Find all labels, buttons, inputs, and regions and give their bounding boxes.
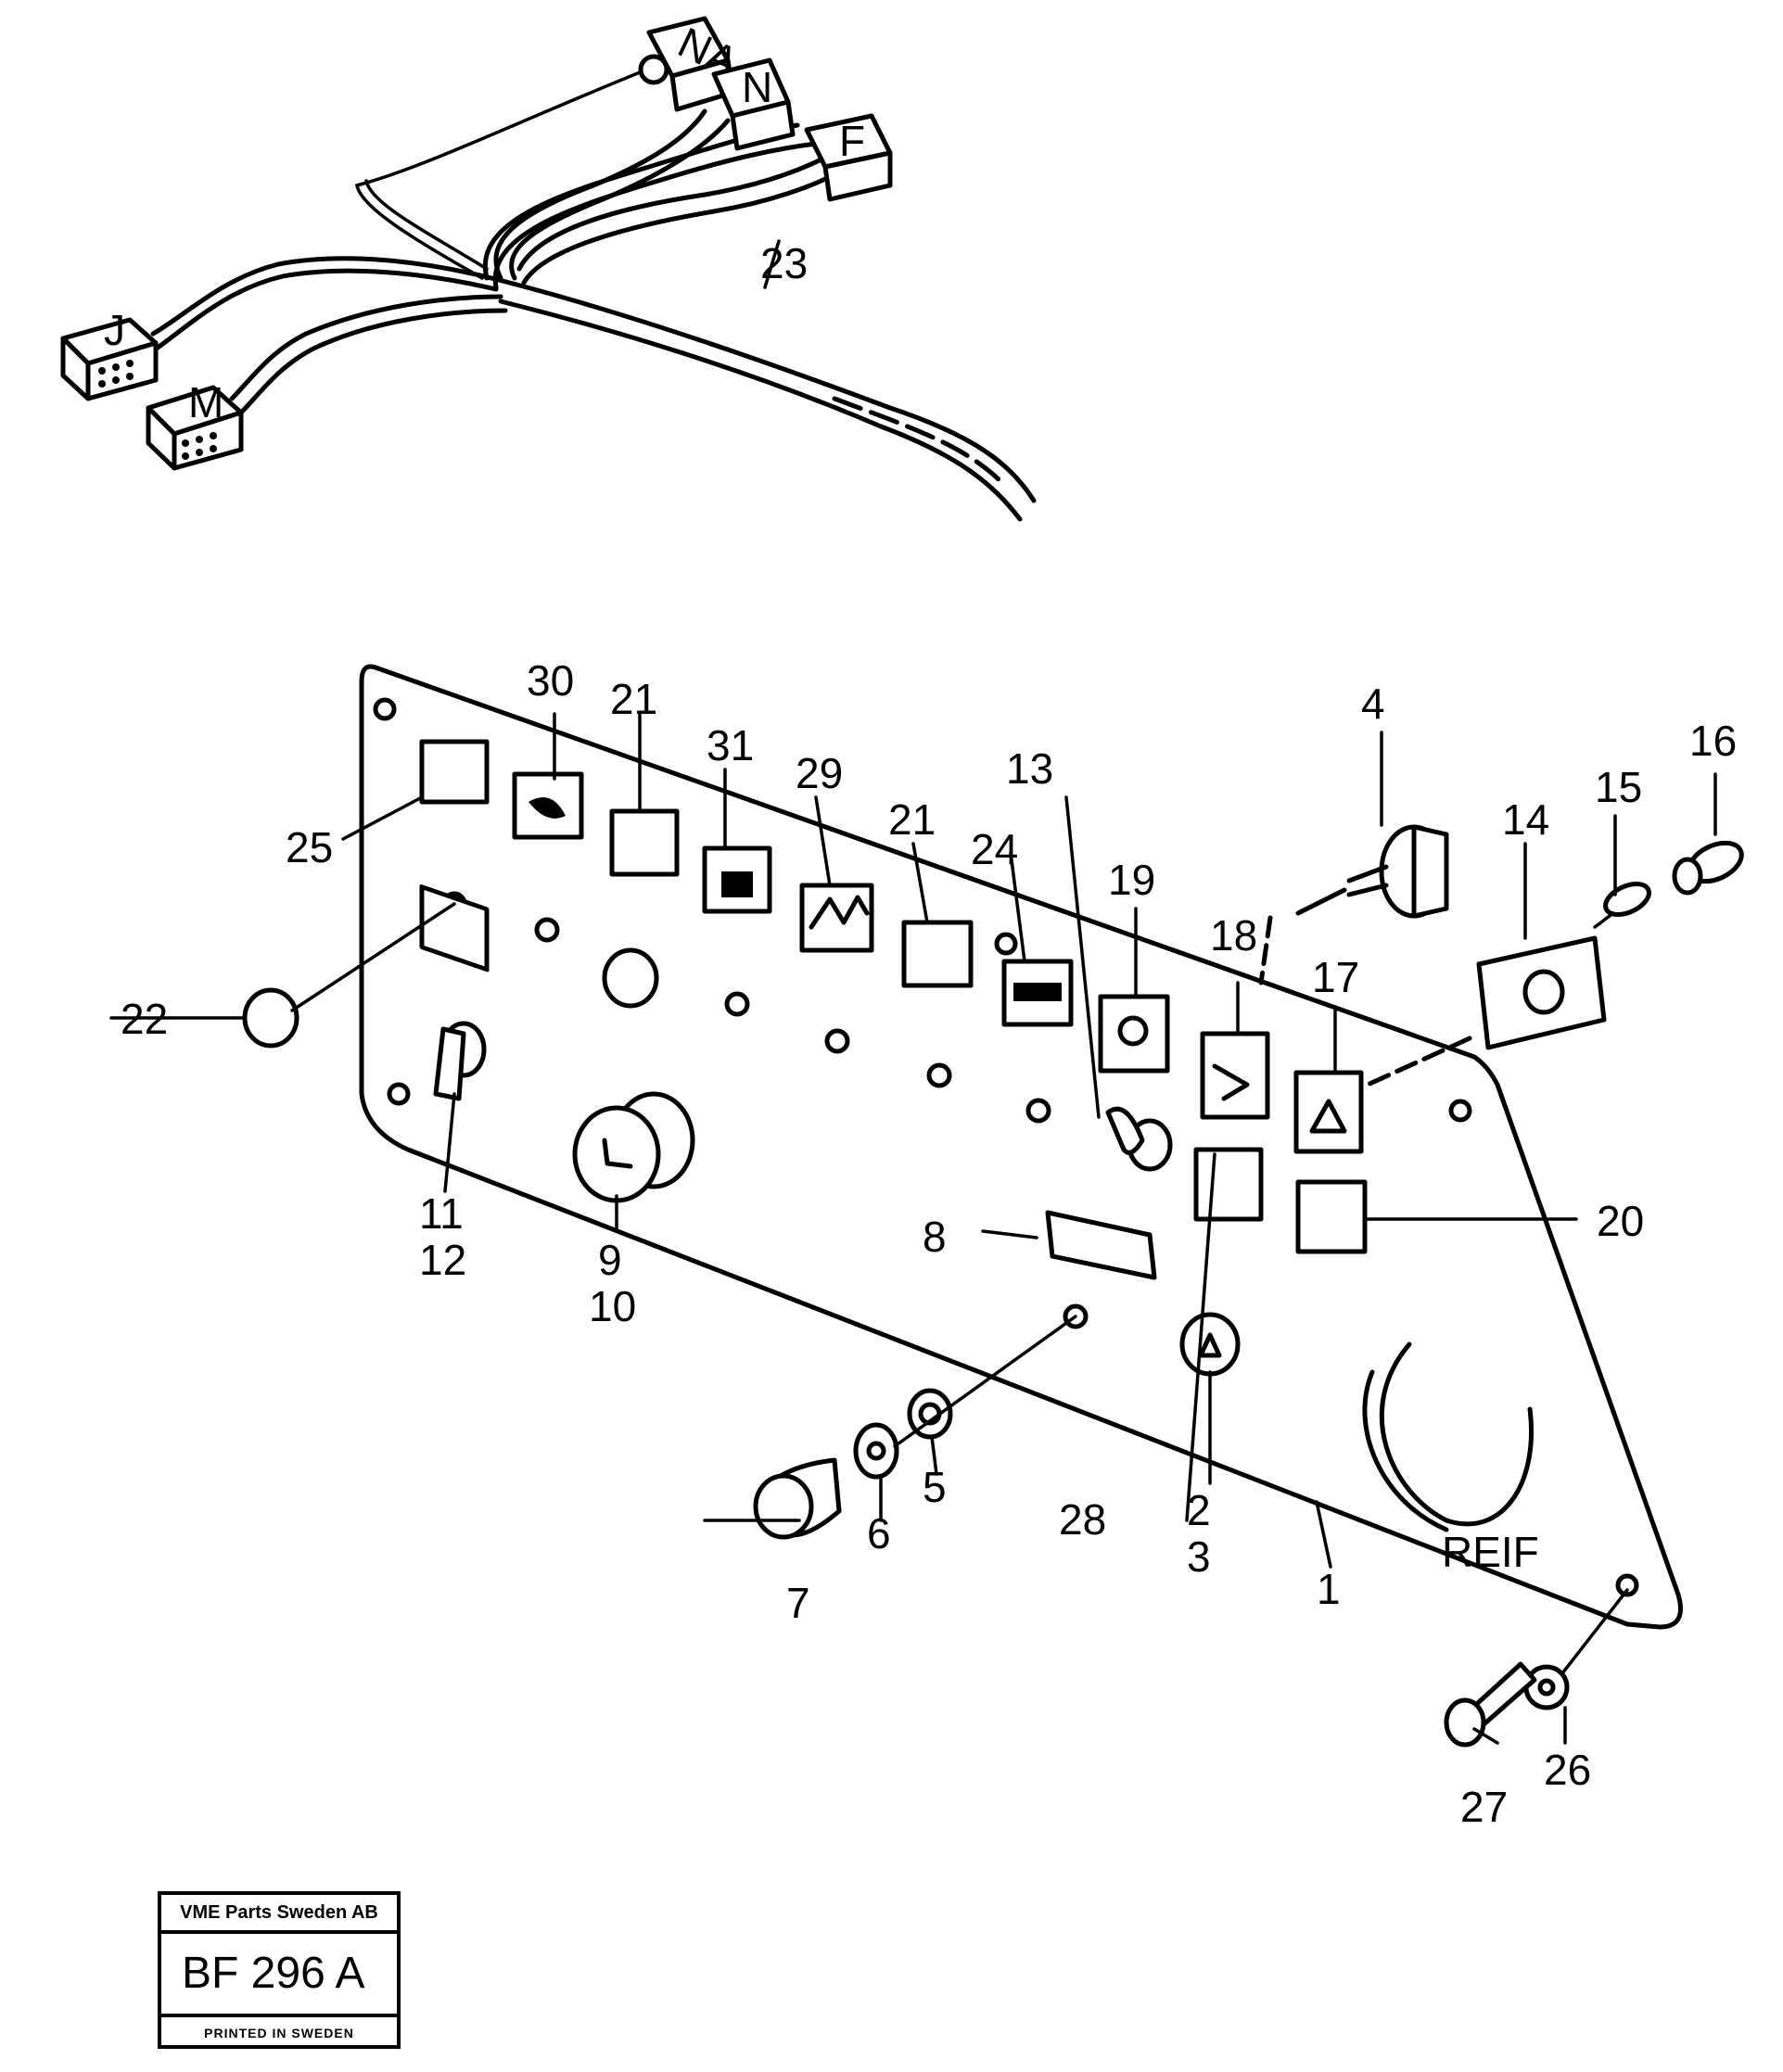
indicator-lamps [419,884,490,972]
lbl-22: 22 [121,995,168,1043]
lbl-3: 3 [1187,1532,1211,1581]
stamp-code: BF 296 A [161,1934,397,2017]
lbl-13: 13 [1006,744,1053,793]
lamp-29 [799,883,874,953]
switch-20 [1295,1179,1368,1254]
lbl-5: 5 [923,1463,947,1511]
lbl-16: 16 [1689,717,1737,765]
connector-j: J [60,306,159,401]
lbl-11: 11 [419,1189,464,1238]
lamp-19 [1098,994,1170,1074]
lbl-9: 9 [598,1236,622,1284]
lbl-29: 29 [796,749,843,797]
svg-text:N: N [742,63,772,111]
stamp-printed: PRINTED IN SWEDEN [204,2026,354,2040]
lbl-12: 12 [419,1236,466,1284]
lbl-14: 14 [1502,795,1549,844]
lbl-21a: 21 [610,675,657,723]
lbl-30: 30 [527,656,574,705]
lbl-4: 4 [1361,680,1385,728]
svg-text:M: M [188,378,223,426]
lbl-23: 23 [760,239,808,287]
svg-text:F: F [839,117,865,165]
lbl-26: 26 [1544,1746,1591,1794]
svg-text:J: J [104,306,125,354]
stamp-company: VME Parts Sweden AB [161,1895,397,1934]
lbl-18: 18 [1210,911,1257,960]
knob-7 [753,1457,842,1540]
lbl-6: 6 [867,1509,891,1557]
lbl-28: 28 [1059,1495,1106,1544]
button-2-3 [1179,1312,1241,1377]
washer-6 [853,1422,899,1480]
lbl-20: 20 [1597,1197,1644,1245]
lbl-8: 8 [923,1213,947,1261]
lbl-15: 15 [1595,763,1642,811]
part-labels: 1 2 3 4 5 6 7 8 9 10 11 12 13 14 15 16 1… [121,239,1737,1831]
lbl-24: 24 [971,825,1018,873]
bulb-15 [1593,881,1651,929]
knob-center [602,947,659,1009]
instrument-panel: REIF [359,664,1683,1630]
bulb-holder-16 [1672,840,1744,896]
lbl-17: 17 [1312,953,1359,1001]
switch-28 [1193,1147,1264,1222]
lbl-31: 31 [707,721,754,769]
lbl-7: 7 [786,1579,810,1627]
lamp-21a [609,808,680,877]
vme-stamp: VME Parts Sweden AB BF 296 A PRINTED IN … [158,1891,401,2049]
lbl-21b: 21 [888,795,936,844]
label-plate-8 [1045,1210,1157,1280]
lbl-19: 19 [1108,856,1155,904]
lbl-1: 1 [1317,1565,1341,1613]
svg-text:REIF: REIF [1442,1528,1539,1576]
connector-f: F [804,113,893,202]
knob-22 [242,987,299,1049]
screw-27 [1444,1661,1537,1748]
lbl-2: 2 [1187,1486,1211,1534]
connector-n: N [711,57,796,151]
lamp-17 [1293,1070,1364,1154]
leader-lines [109,239,1717,1745]
switch-housing-14 [1365,935,1607,1087]
wiring-harness [150,63,1037,522]
lbl-25: 25 [286,823,333,871]
lamp-21b [901,920,974,988]
lamp-25 [419,739,490,805]
connector-m: M [146,378,244,471]
lbl-10: 10 [589,1282,636,1330]
potentiometer-4 [1258,824,1449,985]
lbl-27: 27 [1460,1783,1508,1831]
lamp-18 [1200,1031,1270,1120]
